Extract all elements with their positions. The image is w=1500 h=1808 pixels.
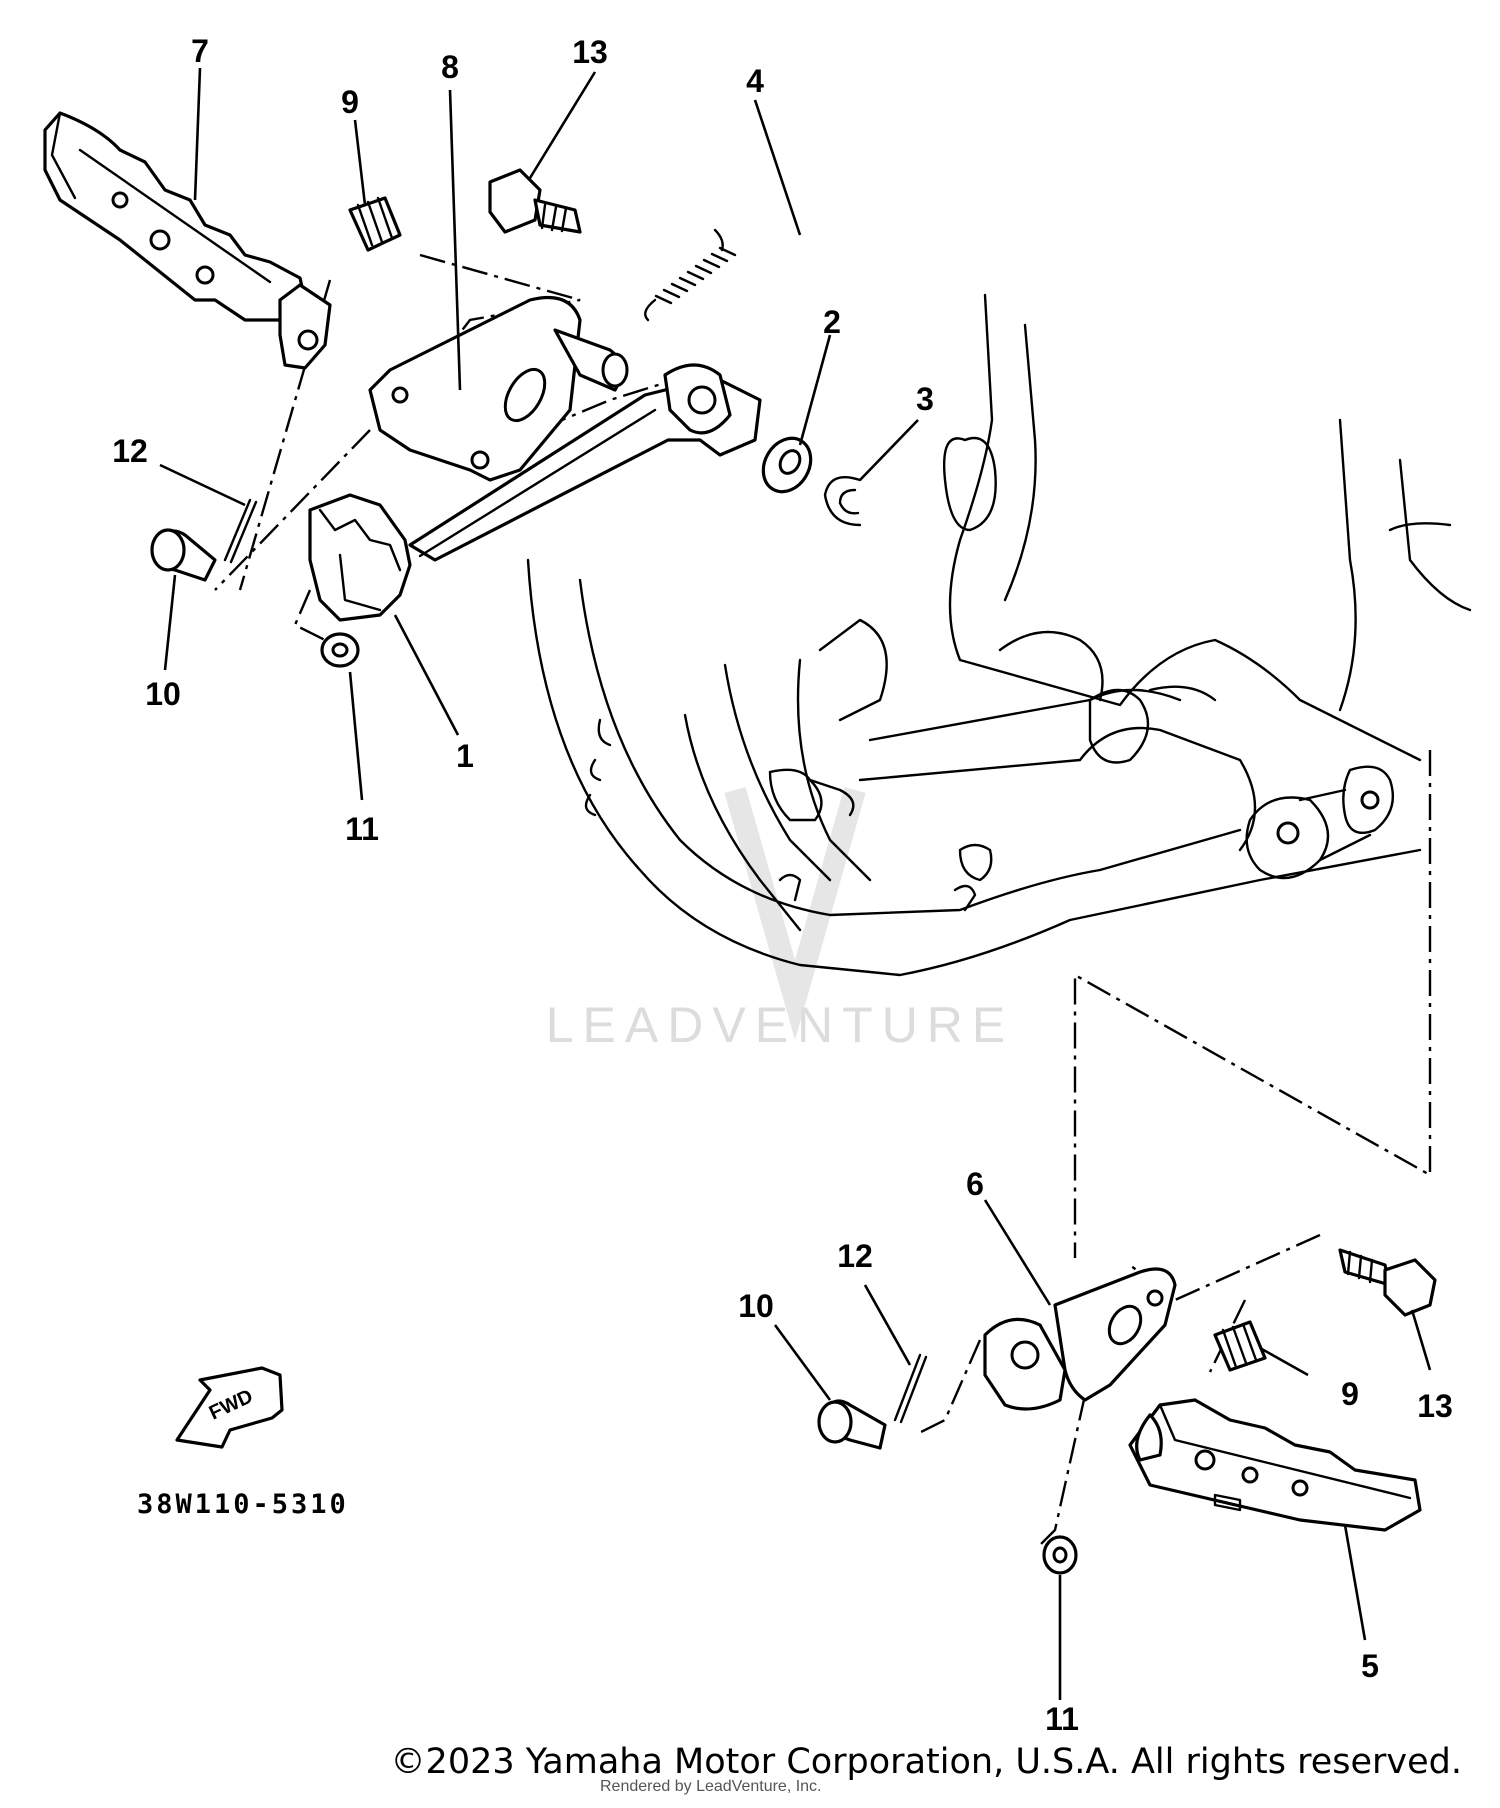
callout-11-top: 11: [345, 811, 379, 847]
callout-10-bottom: 10: [738, 1288, 774, 1324]
callouts: 7 8 9 13 4 2 3 12 10 1 11 6 12 10 9 13 5…: [112, 33, 1453, 1737]
left-footrest-peg: [43, 111, 332, 370]
callout-2: 2: [823, 304, 841, 340]
watermark-text: LEADVENTURE: [546, 997, 1015, 1053]
footrest-spring-left: [348, 196, 402, 252]
callout-4: 4: [746, 63, 764, 99]
leader-lines: [159, 67, 1432, 1700]
callout-13-top: 13: [572, 34, 608, 70]
callout-12-top: 12: [112, 433, 148, 469]
return-spring: [644, 228, 737, 322]
pivot-pin-right: [817, 1399, 887, 1450]
right-footrest-peg: [1128, 1398, 1422, 1532]
frame: [526, 293, 1472, 977]
watermark: LEADVENTURE: [546, 786, 1015, 1053]
small-washer-left: [320, 632, 360, 668]
callout-11-bottom: 11: [1045, 1701, 1079, 1737]
callout-5: 5: [1361, 1648, 1379, 1684]
circlip: [823, 475, 862, 527]
diagram-code: 38W110-5310: [137, 1489, 349, 1520]
callout-3: 3: [916, 381, 934, 417]
footrest-spring-right: [1213, 1320, 1267, 1372]
mounting-bolt-bottom: [1338, 1248, 1437, 1317]
copyright-notice: ©2023 Yamaha Motor Corporation, U.S.A. A…: [390, 1742, 1462, 1782]
brake-pedal: [308, 363, 762, 622]
small-washer-right: [1042, 1535, 1078, 1575]
callout-9-top: 9: [341, 84, 359, 120]
rendered-by-credit: Rendered by LeadVenture, Inc.: [600, 1778, 822, 1795]
callout-12-bottom: 12: [837, 1238, 873, 1274]
callout-13-bottom: 13: [1417, 1388, 1453, 1424]
mounting-bolt-top: [488, 168, 582, 234]
callout-8: 8: [441, 49, 459, 85]
cotter-pin-left: [223, 498, 258, 564]
callout-1: 1: [456, 738, 474, 774]
callout-9-bottom: 9: [1341, 1376, 1359, 1412]
washer: [761, 436, 813, 494]
pivot-pin-left: [150, 528, 217, 582]
fwd-arrow: FWD: [175, 1366, 284, 1449]
footrest-bracket-right: [983, 1267, 1177, 1411]
callout-6: 6: [966, 1166, 984, 1202]
footrest-bracket: [368, 295, 629, 482]
callout-7: 7: [191, 33, 209, 69]
callout-10-top: 10: [145, 676, 181, 712]
cotter-pin-right: [893, 1353, 928, 1424]
